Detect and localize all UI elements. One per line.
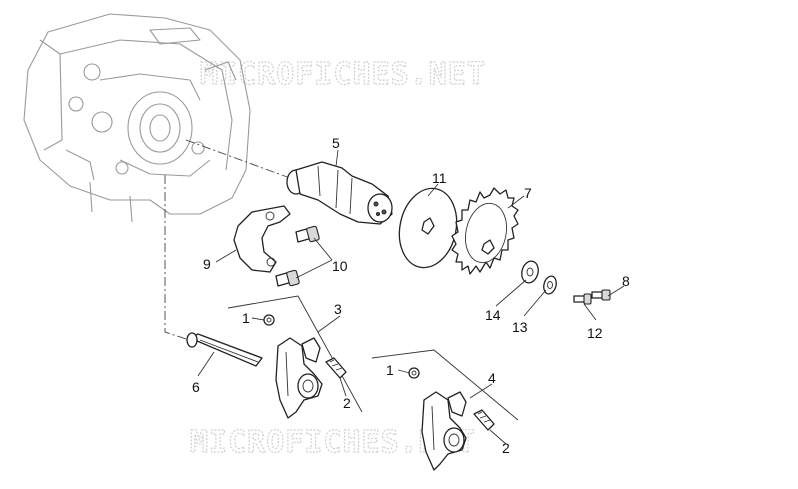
callout-7: 7	[524, 185, 532, 201]
part-5-camshaft	[286, 161, 393, 225]
part-11-disc	[398, 187, 458, 269]
callout-3: 3	[334, 301, 342, 317]
part-13-washer	[543, 275, 557, 295]
callout-6: 6	[192, 379, 200, 395]
part-2-adjuster-screw-a	[325, 357, 347, 379]
callout-8: 8	[622, 273, 630, 289]
callout-1a: 1	[242, 310, 250, 326]
leader-lines	[197, 149, 625, 445]
callout-5: 5	[332, 135, 340, 151]
callout-2a: 2	[343, 395, 351, 411]
part-4-rocker-arm	[408, 367, 467, 471]
part-3-rocker-arm	[263, 314, 323, 419]
watermark-top: MICROFICHES.NET	[200, 57, 486, 92]
part-9-retaining-plate	[233, 205, 291, 273]
callout-11: 11	[432, 170, 447, 186]
callout-14: 14	[485, 307, 501, 323]
callout-4: 4	[488, 370, 496, 386]
callout-2b: 2	[502, 440, 510, 456]
part-10-screws	[275, 225, 320, 287]
callout-13: 13	[512, 319, 528, 335]
part-4-bracket	[371, 349, 519, 421]
callout-9: 9	[203, 256, 211, 272]
part-6-rocker-shaft	[186, 332, 263, 367]
part-14-washer	[521, 260, 539, 284]
rocker-shaft-centre-line	[164, 175, 196, 343]
part-12-bolt	[573, 293, 592, 305]
callout-10: 10	[332, 258, 348, 274]
part-7-sprocket	[451, 187, 519, 275]
callout-1b: 1	[386, 362, 394, 378]
part-2-adjuster-screw-b	[473, 409, 495, 431]
callout-12: 12	[587, 325, 603, 341]
camshaft-centre-line	[185, 139, 291, 179]
cylinder-head	[23, 13, 251, 223]
part-8-bolt	[591, 289, 611, 301]
